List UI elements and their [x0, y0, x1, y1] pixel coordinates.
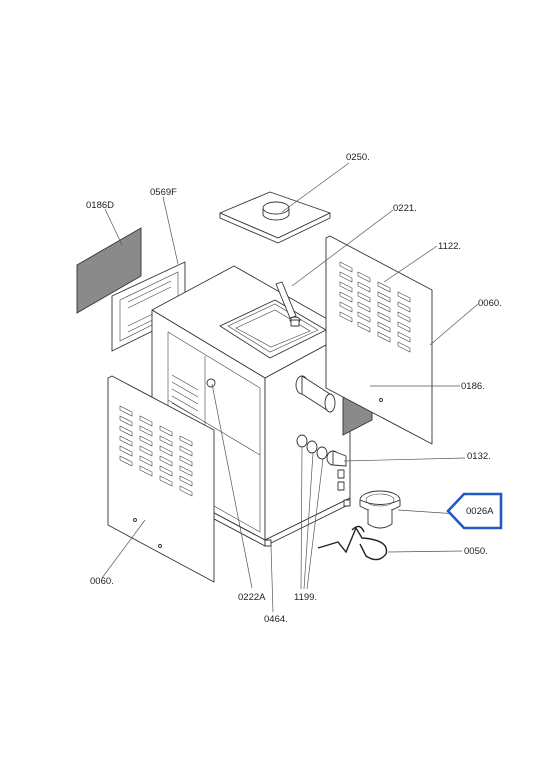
pipe-part-0221[interactable] — [275, 281, 301, 327]
tap-fitting[interactable] — [295, 375, 336, 413]
label-0186: 0186. — [461, 381, 485, 392]
label-1199: 1199. — [294, 592, 317, 603]
lid-part-0250[interactable] — [219, 191, 331, 244]
part-labels: 0250. 0221. 1122. 0060. 0186. 0132. 0050… — [86, 152, 502, 625]
label-0060-right: 0060. — [478, 298, 502, 309]
label-0464: 0464. — [264, 614, 288, 625]
left-side-panel-0060[interactable] — [107, 375, 215, 583]
drip-cup-part-0026A[interactable] — [359, 490, 401, 529]
label-0221: 0221. — [393, 203, 417, 214]
right-side-panel-1122[interactable] — [325, 235, 433, 445]
callout-0026A[interactable]: 0026A — [446, 492, 503, 530]
label-0026A: 0026A — [466, 506, 494, 517]
screw-fittings-1199[interactable] — [296, 434, 347, 467]
label-0060-left: 0060. — [90, 576, 114, 587]
small-ports — [337, 469, 345, 491]
right-panel-vents — [339, 261, 411, 353]
label-0222A: 0222A — [238, 592, 266, 603]
label-1122: 1122. — [438, 241, 461, 252]
label-0050: 0050. — [464, 546, 488, 557]
label-0132: 0132. — [467, 451, 491, 462]
label-0569F: 0569F — [150, 187, 177, 198]
label-0250: 0250. — [346, 152, 370, 163]
left-panel-vents — [119, 405, 193, 497]
wire-clip-part-0050[interactable] — [317, 525, 388, 561]
knob-part-0222A[interactable] — [206, 378, 216, 388]
leader-lines — [101, 162, 479, 613]
label-0186D: 0186D — [86, 200, 114, 211]
